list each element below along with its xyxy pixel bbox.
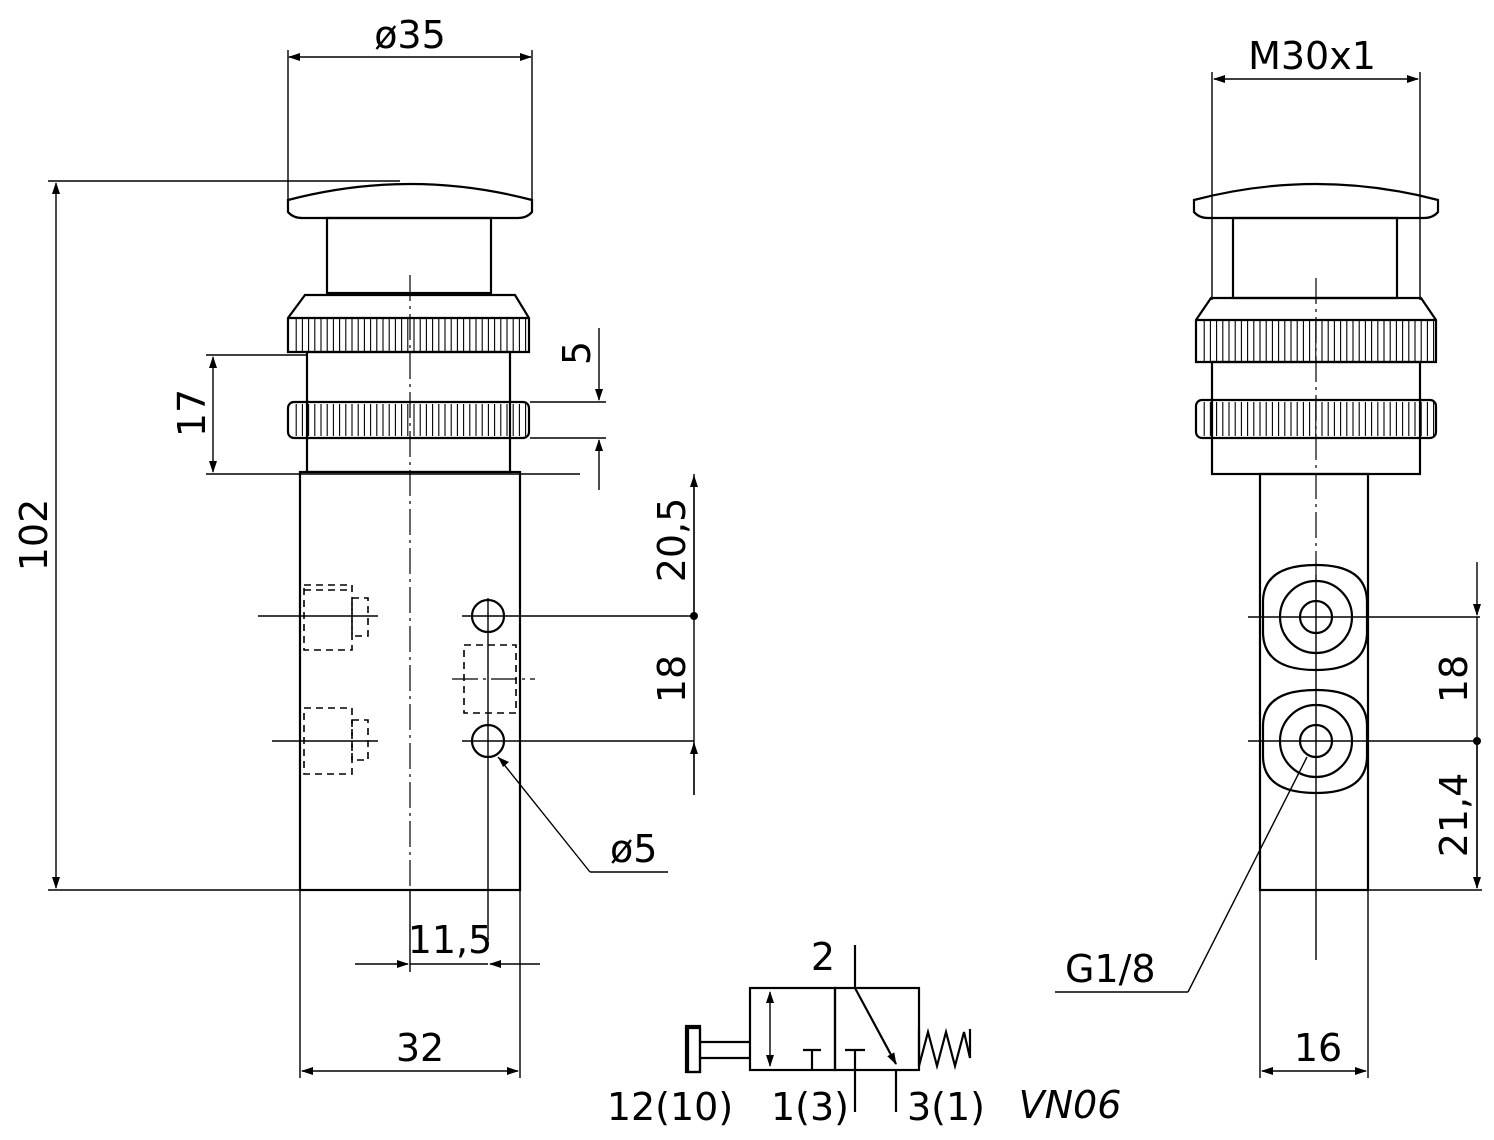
dim-side-width: 16 <box>1294 1026 1342 1070</box>
side-stem <box>1231 216 1399 300</box>
dim-port-offset-top: 20,5 <box>650 498 694 583</box>
front-lower-knurl <box>295 404 527 436</box>
symbol-port-3-1: 3(1) <box>907 1085 985 1129</box>
symbol-left-box <box>748 986 837 1072</box>
front-upper-knurl <box>295 319 527 351</box>
dim-thread: M30x1 <box>1248 34 1376 78</box>
side-dimensions: M30x1 18 21,4 G1/8 16 <box>1055 34 1482 1078</box>
hidden-port-upper <box>303 584 353 651</box>
front-stem <box>325 216 493 295</box>
dim-port-spacing-side: 18 <box>1432 655 1476 703</box>
dim-overall-height: 102 <box>12 499 56 572</box>
symbol-port-12-10: 12(10) <box>607 1085 733 1129</box>
dim-knob-diameter: ø35 <box>374 13 446 57</box>
model-label: VN06 <box>1019 1083 1122 1127</box>
dim-hole-offset: 11,5 <box>408 918 493 962</box>
dim-ring-width: 5 <box>555 341 599 365</box>
front-knob-cap <box>286 182 534 220</box>
dim-port-thread: G1/8 <box>1065 947 1156 991</box>
symbol-port-2: 2 <box>811 935 835 979</box>
port-boss-lower <box>1261 688 1369 795</box>
front-collar <box>305 350 512 474</box>
port-boss-upper <box>1261 563 1369 672</box>
symbol-spring <box>917 1027 972 1071</box>
front-lower-ring <box>286 400 531 440</box>
dim-mount-hole: ø5 <box>610 827 657 871</box>
side-upper-knurl <box>1203 321 1435 361</box>
front-upper-nut <box>286 293 531 354</box>
dim-body-width: 32 <box>396 1026 444 1070</box>
side-knob-cap <box>1192 182 1440 220</box>
dim-port-spacing-front: 18 <box>650 655 694 703</box>
side-lower-knurl <box>1203 402 1435 436</box>
dim-port-offset-bottom: 21,4 <box>1432 773 1476 858</box>
dim-collar-height: 17 <box>170 389 214 437</box>
valve-symbol: 2 12(10) 1(3) 3(1) VN06 <box>607 935 1122 1129</box>
symbol-pushbutton <box>686 1026 750 1074</box>
side-view <box>1192 182 1480 960</box>
symbol-port-1-3: 1(3) <box>771 1085 849 1129</box>
front-dimensions: ø35 102 17 5 20,5 18 ø5 11,5 <box>12 13 698 1078</box>
side-valve-body <box>1258 472 1370 892</box>
